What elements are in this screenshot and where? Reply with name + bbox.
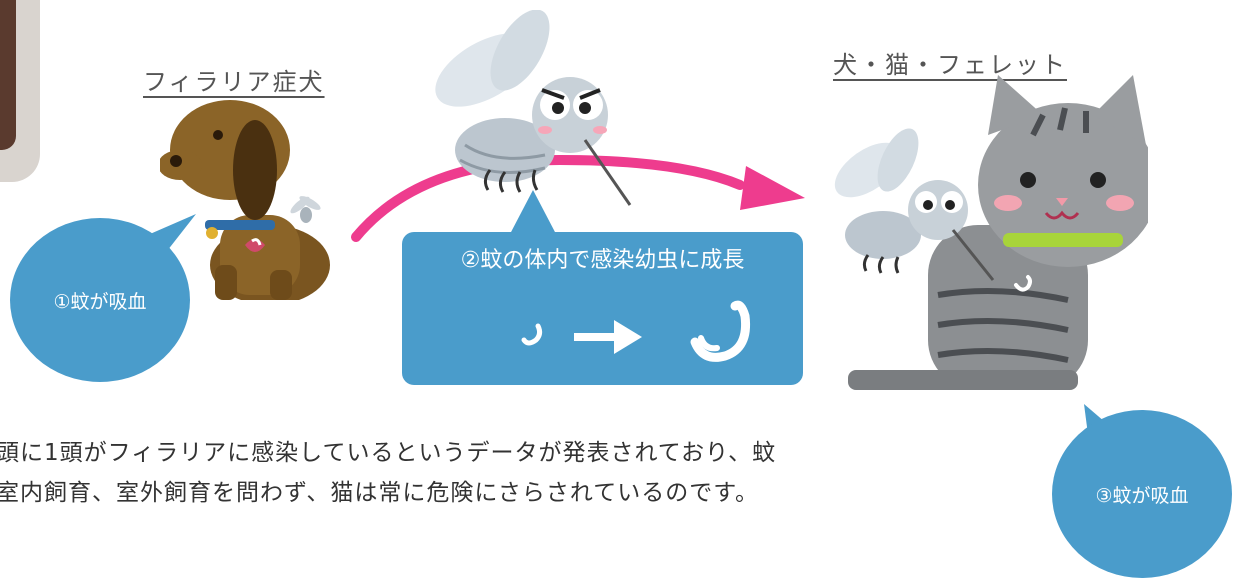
- photo-fragment: [0, 0, 40, 182]
- step2-pointer: [510, 190, 556, 234]
- step2-box: ②蚊の体内で感染幼虫に成長: [402, 232, 803, 385]
- body-text-line1: 頭に1頭がフィラリアに感染しているというデータが発表されており、蚊: [0, 440, 777, 466]
- step3-bubble: ③蚊が吸血: [1052, 410, 1232, 578]
- dog-illustration: [160, 100, 330, 300]
- body-text-line2: 室内飼育、室外飼育を問わず、猫は常に危険にさらされているのです。: [0, 480, 759, 506]
- grown-larva-icon: [690, 300, 751, 362]
- step1-label: ①蚊が吸血: [53, 290, 147, 313]
- cat-illustration: [834, 75, 1148, 390]
- larva-icon: [521, 323, 543, 346]
- step2-label: ②蚊の体内で感染幼虫に成長: [460, 248, 745, 273]
- mosquito-illustration: [435, 10, 632, 206]
- hosts-caption: 犬・猫・フェレット: [833, 51, 1067, 79]
- step1-bubble: ①蚊が吸血: [10, 218, 190, 382]
- step3-label: ③蚊が吸血: [1095, 484, 1189, 507]
- arrow-right-icon: [574, 320, 642, 354]
- infected-dog-caption: フィラリア症犬: [143, 68, 325, 96]
